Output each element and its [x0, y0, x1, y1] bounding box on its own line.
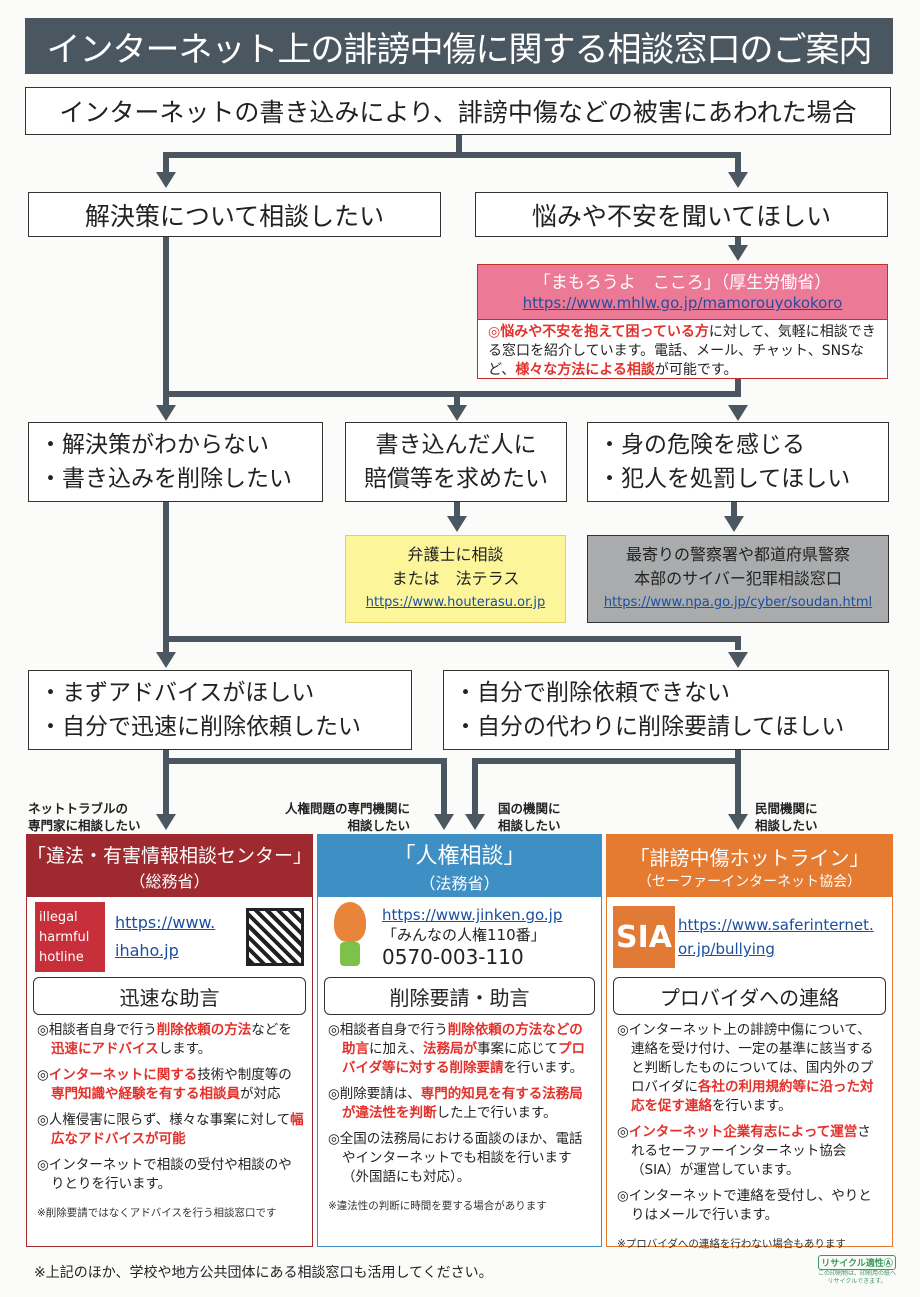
kokoro-header: 「まもろうよ こころ」（厚生労働省） https://www.mhlw.go.j… — [477, 264, 888, 320]
sia-note: ※プロバイダへの連絡を行わない場合もあります — [617, 1238, 846, 1250]
kokoro-body: ◎悩みや不安を抱えて困っている方に対して、気軽に相談できる窓口を紹介しています。… — [477, 319, 888, 379]
lawyer-box: 弁護士に相談 または 法テラス https://www.houterasu.or… — [345, 535, 566, 623]
ihaho-note: ※削除要請ではなくアドバイスを行う相談窓口です — [37, 1207, 277, 1219]
delete-request-pill: 削除要請・助言 — [324, 977, 595, 1015]
sia-link[interactable]: https://www.saferinternet. — [678, 916, 874, 934]
sia-column: 「誹謗中傷ホットライン」（セーファーインターネット協会） SIA https:/… — [606, 834, 893, 1250]
jinken-bullets: ◎相談者自身で行う削除依頼の方法などの助言に加え、法務局が事案に応じてプロバイダ… — [328, 1022, 585, 1185]
houterasu-link[interactable]: https://www.houterasu.or.jp — [365, 595, 546, 610]
sia-logo: SIA — [613, 906, 675, 968]
footer-note: ※上記のほか、学校や地方公共団体にある相談窓口も活用してください。 — [34, 1265, 493, 1281]
delete-box: ・解決策がわからない ・書き込みを削除したい — [28, 422, 323, 502]
label-net-trouble: ネットトラブルの専門家に相談したい — [28, 801, 141, 833]
jinken-link[interactable]: https://www.jinken.go.jp — [382, 906, 563, 924]
label-human-rights: 人権問題の専門機関に相談したい — [285, 801, 411, 833]
label-national: 国の機関に相談したい — [498, 801, 561, 833]
jinken-column: 「人権相談」（法務省） https://www.jinken.go.jp 「みん… — [317, 834, 602, 1247]
jinken-header: 「人権相談」（法務省） — [318, 835, 601, 897]
quick-advice-pill: 迅速な助言 — [33, 977, 306, 1015]
npa-link[interactable]: https://www.npa.go.jp/cyber/soudan.html — [603, 595, 873, 610]
page-title: インターネット上の誹謗中傷に関する相談窓口のご案内 — [25, 18, 893, 74]
solution-consult-box: 解決策について相談したい — [28, 192, 441, 237]
label-private: 民間機関に相談したい — [755, 801, 818, 833]
danger-box: ・身の危険を感じる ・犯人を処罰してほしい — [587, 422, 889, 502]
police-box: 最寄りの警察署や都道府県警察 本部のサイバー犯罪相談窓口 https://www… — [587, 535, 889, 623]
jinken-note: ※違法性の判断に時間を要する場合があります — [328, 1200, 547, 1212]
compensation-box: 書き込んだ人に 賠償等を求めたい — [345, 422, 567, 502]
ihaho-link[interactable]: https://www. — [115, 913, 216, 932]
sia-header: 「誹謗中傷ホットライン」（セーファーインターネット協会） — [607, 835, 892, 897]
sia-bullets: ◎インターネット上の誹謗中傷について、連絡を受け付け、一定の基準に該当すると判断… — [617, 1022, 874, 1223]
ihaho-bullets: ◎相談者自身で行う削除依頼の方法などを迅速にアドバイスします。 ◎インターネット… — [37, 1022, 304, 1192]
recycle-mark: リサイクル適性Ⓐ この印刷物は、印刷用の紙へリサイクルできます。 — [818, 1255, 896, 1286]
qr-code-icon[interactable] — [246, 908, 304, 966]
provider-contact-pill: プロバイダへの連絡 — [613, 977, 886, 1015]
request-box: ・自分で削除依頼できない ・自分の代わりに削除要請してほしい — [443, 670, 889, 750]
advice-box: ・まずアドバイスがほしい ・自分で迅速に削除依頼したい — [28, 670, 412, 750]
worry-box: 悩みや不安を聞いてほしい — [475, 192, 888, 237]
kokoro-title: 「まもろうよ こころ」（厚生労働省） — [533, 273, 832, 293]
mascot-icon — [326, 902, 376, 972]
ihaho-header: 「違法・有害情報相談センター」（総務省） — [27, 835, 312, 897]
kokoro-link[interactable]: https://www.mhlw.go.jp/mamorouyokokoro — [522, 294, 843, 312]
intro-box: インターネットの書き込みにより、誹謗中傷などの被害にあわれた場合 — [25, 87, 891, 135]
jinken-phone[interactable]: 0570-003-110 — [382, 945, 524, 969]
